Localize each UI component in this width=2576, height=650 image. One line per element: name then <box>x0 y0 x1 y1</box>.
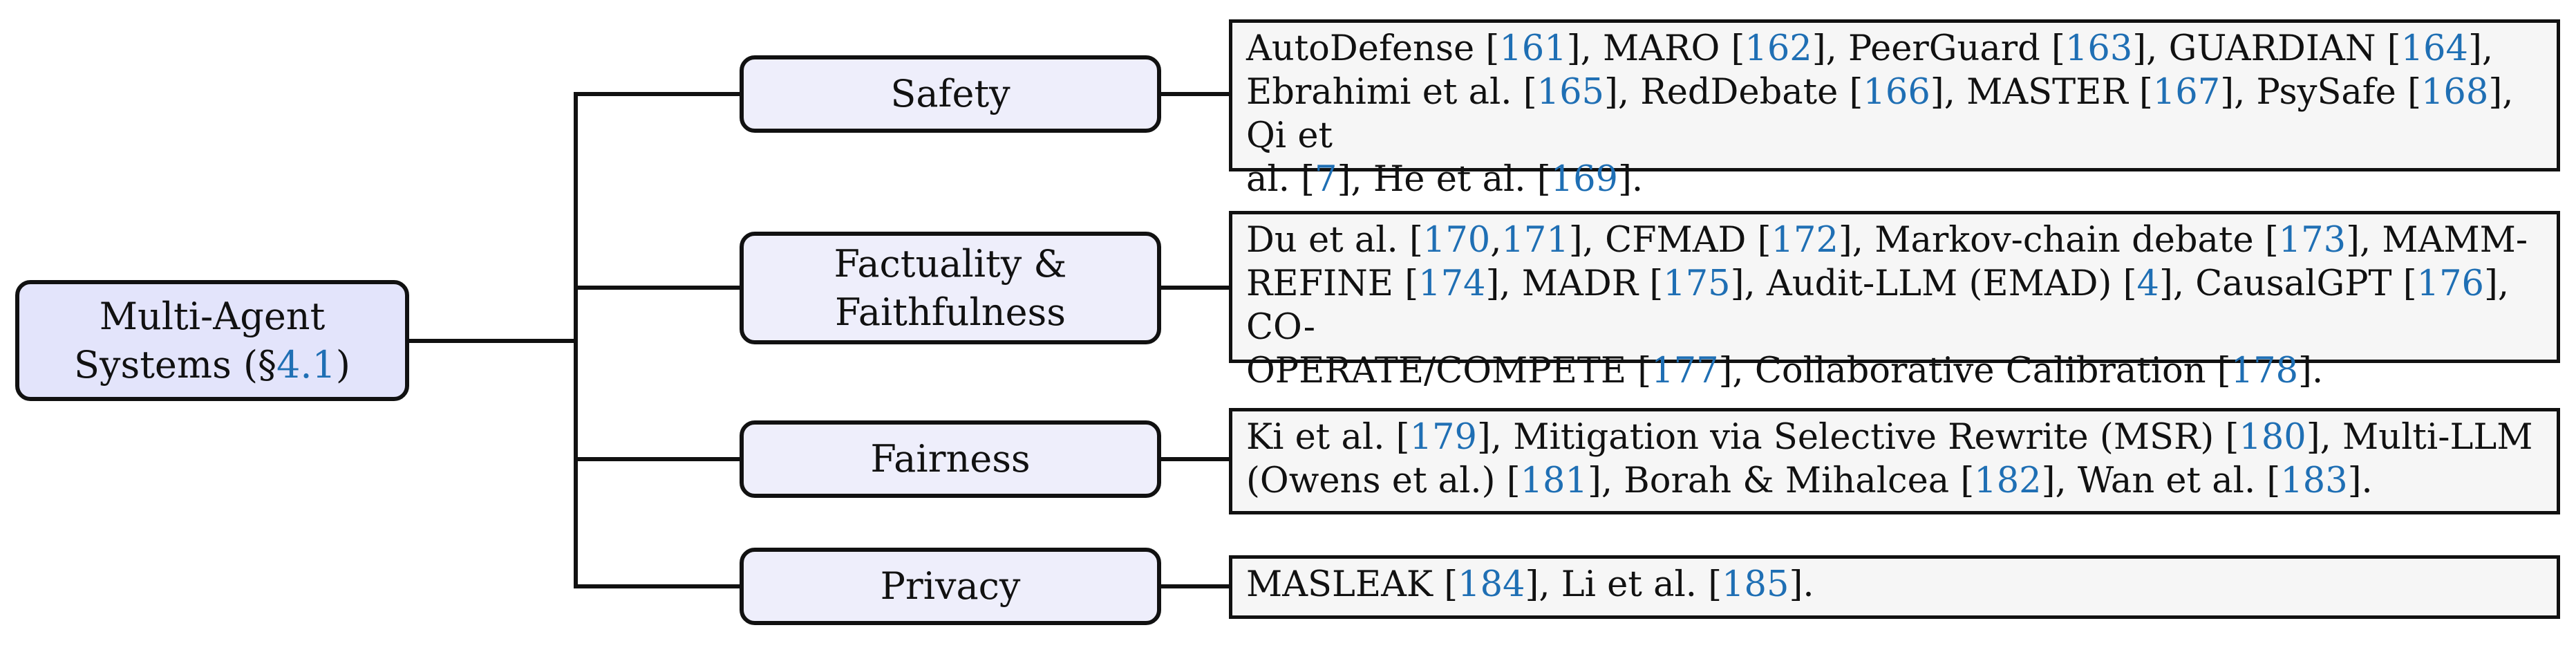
citation-link[interactable]: 163 <box>2065 28 2133 69</box>
reference-text: REFINE [ <box>1246 263 1419 304</box>
reference-text: al. [ <box>1246 159 1315 200</box>
citation-link[interactable]: 164 <box>2400 28 2468 69</box>
reference-text: ], MADR [ <box>1485 263 1664 304</box>
citation-link[interactable]: 179 <box>1409 417 1477 458</box>
citation-link[interactable]: 184 <box>1458 564 1525 605</box>
category-node-fairness: Fairness <box>740 420 1161 498</box>
reference-text: OPERATE/COMPETE [ <box>1246 351 1652 391</box>
reference-text: ], GUARDIAN [ <box>2132 28 2401 69</box>
reference-text: ], CFMAD [ <box>1568 220 1771 261</box>
category-node-privacy: Privacy <box>740 548 1161 625</box>
reference-text: ], Collaborative Calibration [ <box>1718 351 2231 391</box>
reference-text: AutoDefense [ <box>1246 28 1500 69</box>
reference-text: ], Multi-LLM <box>2306 417 2533 458</box>
citation-link[interactable]: 165 <box>1536 72 1604 113</box>
citation-link[interactable]: 177 <box>1651 351 1719 391</box>
category-node-factuality-faithfulness: Factuality & Faithfulness <box>740 232 1161 344</box>
reference-text: Ebrahimi et al. [ <box>1246 72 1537 113</box>
citation-link[interactable]: 180 <box>2239 417 2306 458</box>
category-label: Privacy <box>880 564 1021 609</box>
reference-box-privacy: MASLEAK [184], Li et al. [185]. <box>1229 555 2560 619</box>
reference-text: ], Mitigation via Selective Rewrite (MSR… <box>1476 417 2239 458</box>
citation-link[interactable]: 4 <box>2136 263 2159 304</box>
citation-link[interactable]: 183 <box>2280 461 2348 501</box>
category-label: Safety <box>890 72 1010 116</box>
root-label-line2-suffix: ) <box>335 342 350 387</box>
reference-text: , <box>1490 220 1502 261</box>
reference-box-safety: AutoDefense [161], MARO [162], PeerGuard… <box>1229 19 2560 200</box>
reference-text: ], CO- <box>1246 263 2510 348</box>
reference-text: ], Wan et al. [ <box>2041 461 2281 501</box>
reference-text: ], PsySafe [ <box>2220 72 2421 113</box>
reference-box-fairness: Ki et al. [179], Mitigation via Selectiv… <box>1229 408 2560 514</box>
reference-text: ], PeerGuard [ <box>1812 28 2065 69</box>
reference-text: ], RedDebate [ <box>1604 72 1863 113</box>
citation-link[interactable]: 178 <box>2230 351 2299 391</box>
citation-link[interactable]: 173 <box>2278 220 2347 261</box>
citation-link[interactable]: 172 <box>1771 220 1839 261</box>
reference-text: (Owens et al.) [ <box>1246 461 1521 501</box>
citation-link[interactable]: 181 <box>1520 461 1588 501</box>
category-node-safety: Safety <box>740 55 1161 133</box>
citation-link[interactable]: 7 <box>1315 159 1337 200</box>
root-node-multi-agent-systems: Multi-Agent Systems (§4.1) <box>15 280 409 401</box>
citation-link[interactable]: 167 <box>2152 72 2221 113</box>
category-label-line2: Faithfulness <box>835 290 1066 334</box>
reference-text: ], CausalGPT [ <box>2159 263 2417 304</box>
citation-link[interactable]: 169 <box>1550 159 1618 200</box>
reference-text: ]. <box>1789 564 1814 605</box>
citation-link[interactable]: 176 <box>2416 263 2484 304</box>
reference-text: ], MARO [ <box>1566 28 1745 69</box>
category-label: Fairness <box>870 437 1031 481</box>
reference-text: ], Li et al. [ <box>1525 564 1722 605</box>
reference-text: ], Qi et <box>1246 72 2514 156</box>
reference-text: ]. <box>1617 159 1644 200</box>
reference-text: ], MASTER [ <box>1930 72 2153 113</box>
citation-link[interactable]: 161 <box>1499 28 1567 69</box>
citation-link[interactable]: 185 <box>1722 564 1789 605</box>
citation-link[interactable]: 175 <box>1663 263 1731 304</box>
reference-text: ], He et al. [ <box>1337 159 1551 200</box>
citation-link[interactable]: 171 <box>1501 220 1569 261</box>
reference-text: ]. <box>2347 461 2373 501</box>
reference-text: ], MAMM- <box>2346 220 2528 261</box>
section-ref-link[interactable]: 4.1 <box>276 342 336 387</box>
reference-box-factuality-faithfulness: Du et al. [170,171], CFMAD [172], Markov… <box>1229 211 2560 391</box>
root-label-line2-prefix: Systems (§ <box>74 342 277 387</box>
reference-text: ]. <box>2298 351 2324 391</box>
citation-link[interactable]: 166 <box>1863 72 1930 113</box>
root-label-line1: Multi-Agent <box>99 295 326 339</box>
reference-text: ], <box>2467 28 2494 69</box>
citation-link[interactable]: 162 <box>1745 28 1812 69</box>
citation-link[interactable]: 168 <box>2420 72 2489 113</box>
citation-link[interactable]: 182 <box>1974 461 2042 501</box>
reference-text: MASLEAK [ <box>1246 564 1458 605</box>
category-label-line1: Factuality & <box>834 242 1067 286</box>
reference-text: Du et al. [ <box>1246 220 1423 261</box>
reference-text: Ki et al. [ <box>1246 417 1410 458</box>
citation-link[interactable]: 174 <box>1418 263 1486 304</box>
reference-text: ], Borah & Mihalcea [ <box>1587 461 1975 501</box>
citation-link[interactable]: 170 <box>1422 220 1491 261</box>
reference-text: ], Audit-LLM (EMAD) [ <box>1730 263 2137 304</box>
reference-text: ], Markov-chain debate [ <box>1838 220 2279 261</box>
